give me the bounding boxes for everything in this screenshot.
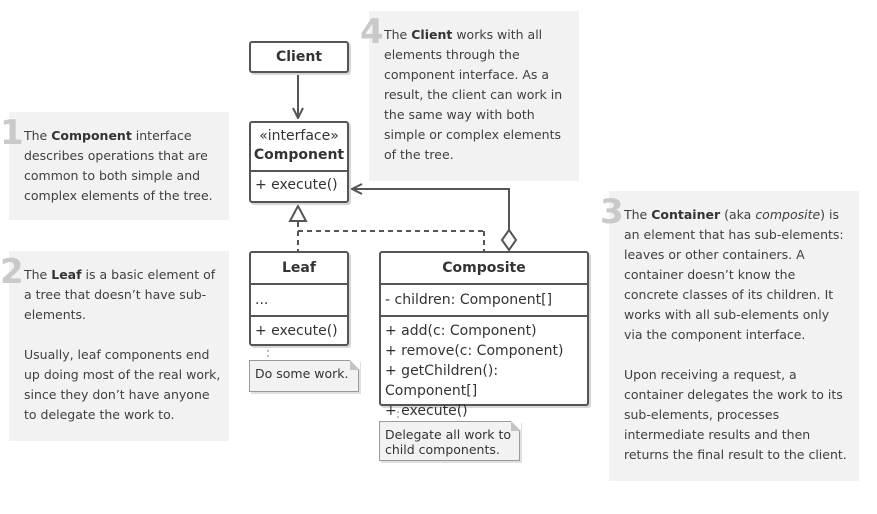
note-number: 4 — [360, 12, 384, 52]
leaf-note-text: Do some work. — [255, 366, 349, 381]
methods: + add(c: Component) + remove(c: Componen… — [381, 315, 587, 421]
note-component: 1 The Component interface describes oper… — [0, 112, 229, 220]
note-leaf: 2 The Leaf is a basic element of a tree … — [0, 251, 229, 441]
method-execute: + execute() — [251, 170, 347, 198]
note-number: 3 — [600, 192, 624, 232]
method-remove: + remove(c: Component) — [385, 343, 564, 359]
class-name: Client — [275, 49, 323, 65]
note-client: 4 The Client works with all elements thr… — [360, 11, 579, 181]
note-number: 2 — [0, 252, 24, 292]
method-execute: + execute() — [251, 315, 347, 346]
note-number: 1 — [0, 113, 24, 153]
leaf-note: Do some work. — [249, 359, 360, 392]
composite-note-line: Delegate all work to — [385, 427, 511, 442]
class-name: Leaf — [282, 260, 316, 276]
composite-note: Delegate all work to child components. — [379, 420, 521, 461]
note-composite: 3 The Container (aka composite) is an el… — [600, 191, 859, 481]
class-name: Component — [253, 147, 345, 163]
implementation-arrow — [288, 203, 485, 251]
method-execute: + execute() — [385, 403, 468, 419]
stereotype: «interface» — [259, 128, 339, 144]
note-text: The Component interface describes operat… — [24, 128, 213, 203]
aggregation-arrow — [352, 189, 518, 252]
composite-class: Composite - children: Component[] + add(… — [379, 251, 589, 419]
composite-note-line: child components. — [385, 442, 500, 457]
method-get-children: + getChildren(): Component[] — [385, 363, 499, 399]
fields: ... — [251, 283, 347, 315]
method-add: + add(c: Component) — [385, 323, 537, 339]
component-interface: «interface» Component + execute() — [249, 121, 349, 203]
class-name: Composite — [442, 260, 526, 276]
leaf-class: Leaf ... + execute() — [249, 251, 349, 346]
note-text: The Container (aka composite) is an elem… — [624, 207, 847, 462]
note-text: The Leaf is a basic element of a tree th… — [24, 267, 221, 422]
field-children: - children: Component[] — [381, 283, 587, 315]
client-class: Client — [249, 41, 349, 73]
note-text: The Client works with all elements throu… — [384, 27, 563, 162]
